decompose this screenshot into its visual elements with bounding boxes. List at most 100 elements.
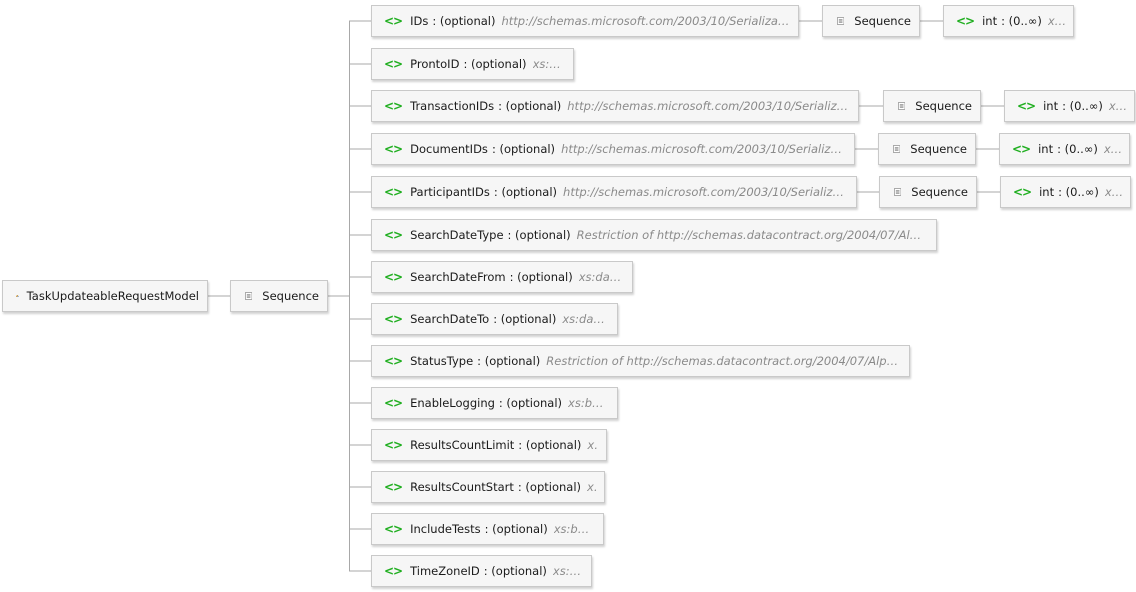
element-node-enablelogging[interactable]: <>EnableLogging: (optional)xs:boolean <box>371 387 618 419</box>
element-type: xs:string <box>552 564 583 578</box>
element-modifier: : (optional) <box>507 228 571 242</box>
element-name: int <box>1039 185 1055 199</box>
element-node-participantids[interactable]: <>ParticipantIDs: (optional)http://schem… <box>371 176 857 208</box>
element-node-resultscountlimit[interactable]: <> ResultsCountLimit: (optional) xs:int <box>371 429 607 461</box>
element-type: xs:int <box>1104 185 1122 199</box>
sequence-node[interactable]: Sequence <box>879 176 977 208</box>
int-element-node[interactable]: <>int: (0..∞)xs:int <box>1004 90 1135 122</box>
element-name: DocumentIDs <box>410 142 488 156</box>
element-node-transactionids[interactable]: <>TransactionIDs: (optional)http://schem… <box>371 90 859 122</box>
element-node-resultscountstart[interactable]: <>ResultsCountStart: (optional)xs:int <box>371 471 605 503</box>
sequence-label: Sequence <box>911 185 968 199</box>
element-icon: <> <box>1013 185 1032 199</box>
element-node-prontoid[interactable]: <> ProntoID: (optional) xs:string <box>371 48 574 80</box>
element-type: xs:boolean <box>553 522 595 536</box>
element-icon: <> <box>1012 142 1031 156</box>
element-icon: <> <box>384 270 403 284</box>
int-element-node[interactable]: <> int: (0..∞) xs:int <box>999 133 1130 165</box>
element-modifier: : (optional) <box>483 564 547 578</box>
element-node-searchdateto[interactable]: <> SearchDateTo: (optional) xs:dateTime <box>371 303 618 335</box>
element-name: ResultsCountLimit <box>410 438 515 452</box>
sequence-icon <box>893 145 901 153</box>
element-type: Restriction of http://schemas.datacontra… <box>576 228 928 242</box>
element-node-documentids[interactable]: <> DocumentIDs: (optional) http://schemas.… <box>371 133 855 165</box>
element-name: StatusType <box>410 354 474 368</box>
element-modifier: : (0..∞) <box>1058 185 1099 199</box>
sequence-icon <box>894 188 902 196</box>
element-name: IncludeTests <box>410 522 481 536</box>
element-name: int <box>1043 99 1059 113</box>
element-node-statustype[interactable]: <>StatusType: (optional)Restriction of h… <box>371 345 910 377</box>
element-icon: <> <box>384 564 403 578</box>
int-element-node[interactable]: <> int: (0..∞) xs:int <box>1000 176 1131 208</box>
sequence-node[interactable]: Sequence <box>883 90 981 122</box>
complex-type-icon <box>16 295 19 297</box>
sequence-node[interactable]: Sequence <box>822 5 920 37</box>
element-type: xs:dateTime <box>562 312 609 326</box>
element-icon: <> <box>384 185 403 199</box>
element-name: SearchDateTo <box>410 312 490 326</box>
element-node-includetests[interactable]: <> IncludeTests: (optional) xs:boolean <box>371 513 604 545</box>
element-type: http://schemas.microsoft.com/2003/10/Ser… <box>561 142 846 156</box>
sequence-node[interactable]: Sequence <box>878 133 976 165</box>
sequence-label: Sequence <box>910 142 967 156</box>
element-name: TimeZoneID <box>410 564 480 578</box>
element-modifier: : (optional) <box>484 522 548 536</box>
element-name: ProntoID <box>410 57 460 71</box>
element-name: int <box>1038 142 1054 156</box>
element-icon: <> <box>384 14 403 28</box>
element-modifier: : (optional) <box>432 14 496 28</box>
sequence-label: Sequence <box>854 14 911 28</box>
element-modifier: : (optional) <box>518 438 582 452</box>
root-sequence-node[interactable]: Sequence <box>230 280 328 312</box>
sequence-label: Sequence <box>915 99 972 113</box>
element-modifier: : (optional) <box>493 312 557 326</box>
element-node-searchdatefrom[interactable]: <> SearchDateFrom: (optional) xs:dateTime <box>371 261 633 293</box>
element-modifier: : (optional) <box>477 354 541 368</box>
element-icon: <> <box>384 522 403 536</box>
element-type: xs:boolean <box>568 396 609 410</box>
element-type: xs:string <box>532 57 565 71</box>
element-modifier: : (0..∞) <box>1062 99 1103 113</box>
element-modifier: : (0..∞) <box>1001 14 1042 28</box>
element-modifier: : (optional) <box>509 270 573 284</box>
element-name: EnableLogging <box>410 396 495 410</box>
element-icon: <> <box>384 312 403 326</box>
element-type: http://schemas.microsoft.com/2003/10/Ser… <box>501 14 790 28</box>
element-node-searchdatetype[interactable]: <> SearchDateType: (optional) Restriction … <box>371 219 937 251</box>
element-icon: <> <box>384 228 403 242</box>
element-icon: <> <box>384 480 403 494</box>
element-type: xs:int <box>587 480 596 494</box>
element-modifier: : (optional) <box>498 99 562 113</box>
element-name: SearchDateType <box>410 228 504 242</box>
element-modifier: : (0..∞) <box>1057 142 1098 156</box>
element-type: http://schemas.microsoft.com/2003/10/Ser… <box>563 185 848 199</box>
sequence-icon <box>245 292 253 300</box>
element-name: IDs <box>410 14 429 28</box>
element-modifier: : (optional) <box>491 142 556 156</box>
element-type: xs:int <box>1047 14 1065 28</box>
element-type: xs:int <box>1103 142 1121 156</box>
sequence-icon <box>837 17 845 25</box>
element-icon: <> <box>384 354 403 368</box>
element-type: xs:dateTime <box>578 270 624 284</box>
element-type: xs:int <box>587 438 598 452</box>
root-type-node[interactable]: TaskUpdateableRequestModel <box>2 280 208 312</box>
element-modifier: : (optional) <box>463 57 527 71</box>
int-element-node[interactable]: <>int: (0..∞)xs:int <box>943 5 1074 37</box>
sequence-icon <box>898 102 906 110</box>
root-type-label: TaskUpdateableRequestModel <box>26 289 199 303</box>
element-icon: <> <box>1017 99 1036 113</box>
element-icon: <> <box>384 57 403 71</box>
element-modifier: : (optional) <box>498 396 563 410</box>
element-node-ids[interactable]: <> IDs: (optional) http://schemas.microsof… <box>371 5 799 37</box>
element-name: SearchDateFrom <box>410 270 506 284</box>
element-icon: <> <box>956 14 975 28</box>
element-node-timezoneid[interactable]: <> TimeZoneID: (optional) xs:string <box>371 555 592 587</box>
element-icon: <> <box>384 142 403 156</box>
element-modifier: : (optional) <box>493 185 558 199</box>
element-modifier: : (optional) <box>517 480 582 494</box>
element-icon: <> <box>384 438 403 452</box>
element-type: http://schemas.microsoft.com/2003/10/Ser… <box>567 99 850 113</box>
